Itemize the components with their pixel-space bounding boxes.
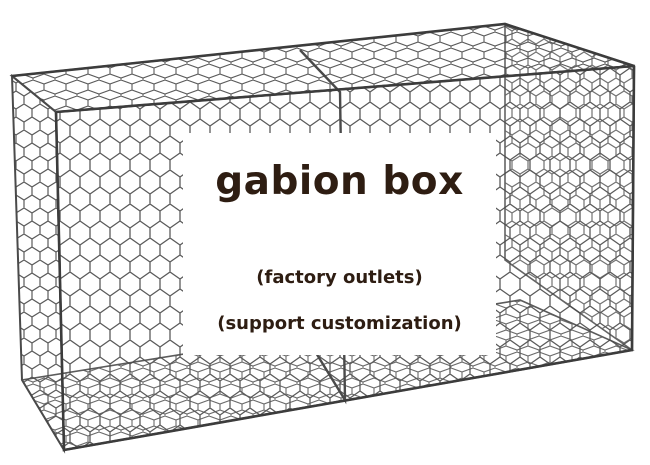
product-title: gabion box [215,159,464,204]
factory-outlets-text: (factory outlets) [256,267,423,288]
label-panel: gabion box (factory outlets) (support cu… [183,133,496,355]
support-customization-text: (support customization) [217,313,462,334]
